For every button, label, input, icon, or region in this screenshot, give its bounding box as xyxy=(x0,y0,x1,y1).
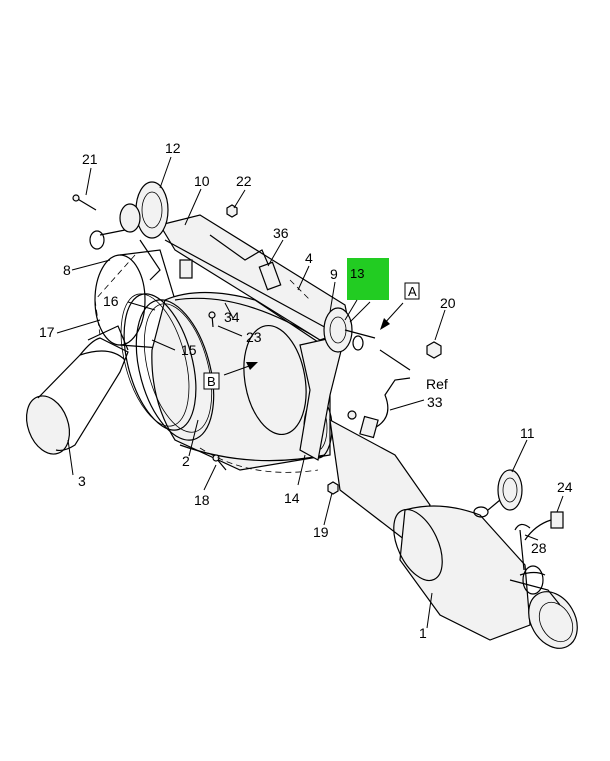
view-a-box xyxy=(404,282,420,300)
callout-4: 4 xyxy=(305,250,313,266)
view-b-label: B xyxy=(207,374,216,389)
callout-16: 16 xyxy=(103,293,119,309)
callout-3: 3 xyxy=(78,473,86,489)
callout-33: 33 xyxy=(427,394,443,410)
callout-13: 13 xyxy=(350,266,364,281)
isolator-mount-front xyxy=(473,469,523,518)
callout-28: 28 xyxy=(531,540,547,556)
callout-22: 22 xyxy=(236,173,252,189)
callout-24: 24 xyxy=(557,479,573,495)
view-arrows xyxy=(223,302,404,376)
leader-lines xyxy=(56,156,564,629)
clamp-rings xyxy=(120,293,197,431)
sensor-line xyxy=(179,259,411,439)
callout-2: 2 xyxy=(182,453,190,469)
callout-9: 9 xyxy=(330,266,338,282)
callout-17: 17 xyxy=(39,324,55,340)
callout-ref: Ref xyxy=(426,376,448,392)
callout-11: 11 xyxy=(520,425,535,441)
outlet-clamp xyxy=(514,523,544,595)
callout-18: 18 xyxy=(194,492,210,508)
sensor-24 xyxy=(524,511,564,541)
callout-34: 34 xyxy=(224,309,240,325)
callout-8: 8 xyxy=(63,262,71,278)
highlight-box-13 xyxy=(347,258,389,300)
outlet-assembly xyxy=(329,418,578,649)
callout-36: 36 xyxy=(273,225,289,241)
fasteners xyxy=(72,194,442,495)
isolator-mount-rear xyxy=(89,181,169,281)
callout-23: 23 xyxy=(246,329,262,345)
frame-outline xyxy=(94,254,319,473)
callout-20: 20 xyxy=(440,295,456,311)
view-a-label: A xyxy=(408,284,417,299)
callout-19: 19 xyxy=(313,524,329,540)
callout-1: 1 xyxy=(419,625,427,641)
callout-14: 14 xyxy=(284,490,300,506)
callout-10: 10 xyxy=(194,173,210,189)
view-b-box xyxy=(203,372,220,390)
callout-12: 12 xyxy=(165,140,181,156)
callout-21: 21 xyxy=(82,151,98,167)
hanger-bracket xyxy=(299,307,376,461)
callout-15: 15 xyxy=(181,342,197,358)
inlet-pipe xyxy=(25,325,129,455)
